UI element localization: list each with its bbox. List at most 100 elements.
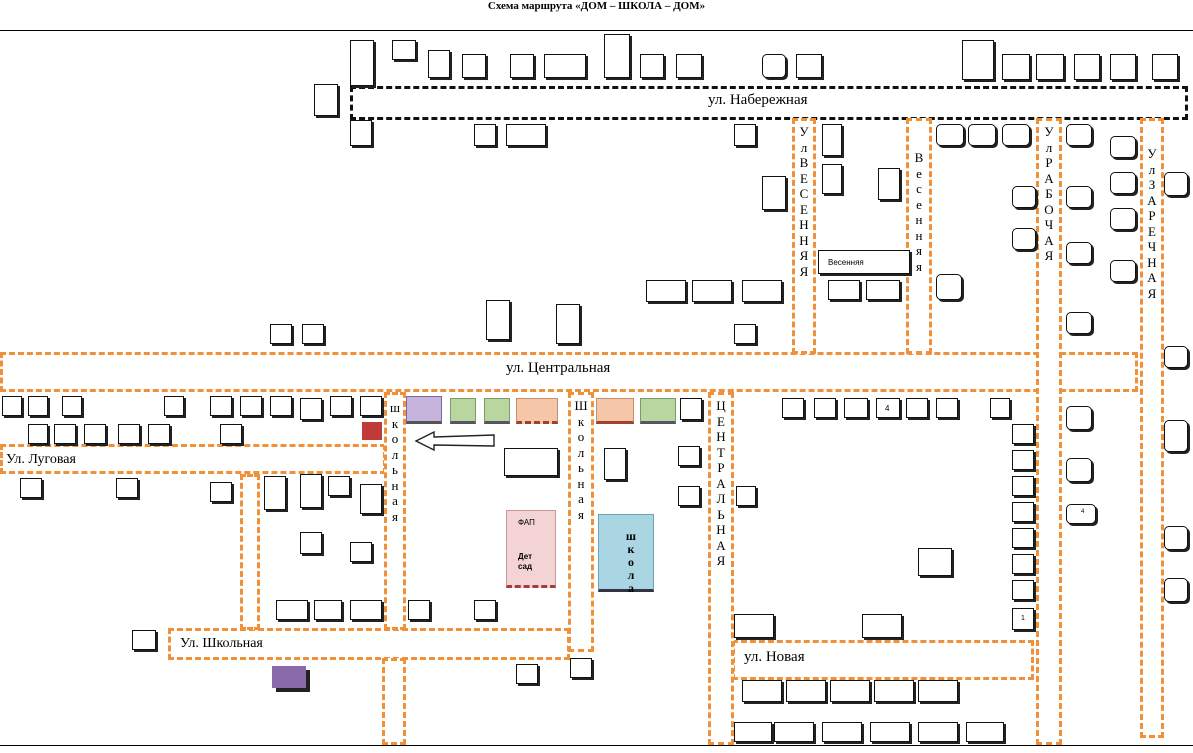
building: [1012, 476, 1034, 496]
building: [1066, 458, 1092, 482]
top-border: [0, 30, 1193, 31]
road-naberezhnaya: [350, 86, 1188, 120]
building: [762, 54, 786, 78]
building: [164, 396, 184, 416]
building: [678, 446, 700, 466]
building: [676, 54, 702, 78]
label-tsentralnaya-v: Ц Е Н Т Р А Л Ь Н А Я: [716, 398, 726, 568]
building: [330, 396, 352, 416]
building: [556, 304, 580, 344]
building-peach: [596, 398, 634, 424]
building: [148, 424, 170, 444]
building: [734, 324, 756, 344]
label-detsad: Дет сад: [518, 552, 533, 571]
building: [544, 54, 586, 78]
road-zarechnaya: [1140, 118, 1164, 738]
building-peach: [516, 398, 558, 424]
label-vesennyaya-1: У л В Е С Е Н Н Я Я: [799, 124, 809, 279]
building: [936, 398, 958, 418]
building: [1164, 172, 1188, 196]
building: [2, 396, 22, 416]
building: [782, 398, 804, 418]
building: [220, 424, 242, 444]
building-number-1: [1012, 608, 1034, 630]
building: [1066, 406, 1092, 430]
building: [742, 280, 782, 302]
label-novaya: ул. Новая: [744, 649, 805, 665]
building: [1110, 54, 1136, 80]
building: [962, 40, 994, 80]
building: [844, 398, 868, 418]
building: [678, 486, 700, 506]
building: [276, 600, 308, 620]
building: [1012, 580, 1034, 600]
label-school: ш к о л а: [625, 529, 637, 595]
road-rabochaya: [1036, 118, 1062, 745]
building: [360, 484, 382, 514]
building: [1110, 260, 1136, 282]
building: [1012, 228, 1036, 250]
label-shkolnaya-v1: ш к о л ь н а я: [389, 400, 400, 524]
building: [314, 84, 338, 116]
building: [300, 398, 322, 420]
label-zarechnaya: У л З А Р Е Ч Н А Я: [1147, 146, 1157, 301]
label-rabochaya: У л Р А Б О Ч А Я: [1044, 124, 1054, 263]
building: [300, 532, 322, 554]
building: [516, 664, 538, 684]
building: [1164, 578, 1188, 602]
building: [878, 168, 900, 200]
building: [604, 34, 630, 78]
building: [936, 274, 962, 300]
home-marker: [272, 666, 306, 688]
building: [28, 424, 48, 444]
building: [264, 476, 286, 510]
road-vesennyaya-1: [792, 118, 816, 354]
building: [918, 680, 958, 702]
map-title: Схема маршрута «ДОМ – ШКОЛА – ДОМ»: [487, 0, 706, 12]
label-naberezhnaya: ул. Набережная: [708, 92, 808, 108]
house-number: 4: [1081, 509, 1085, 515]
building: [300, 474, 322, 508]
building-fap-detsad: [506, 510, 556, 588]
house-number: 4: [885, 404, 890, 413]
building-school: [598, 514, 654, 592]
building: [1012, 186, 1036, 208]
building: [906, 398, 928, 418]
building: [1012, 450, 1034, 470]
building: [822, 722, 862, 742]
building: [762, 176, 786, 210]
building: [604, 448, 626, 480]
building: [54, 424, 76, 444]
building: [302, 324, 324, 344]
building: [796, 54, 822, 78]
building: [1012, 502, 1034, 522]
building: [392, 40, 416, 60]
building: [640, 54, 664, 78]
building: [360, 396, 382, 416]
building: [28, 396, 48, 416]
road-shkolnaya-v2: [568, 392, 594, 652]
road-shkolnaya-h: [168, 628, 570, 660]
building: [1036, 54, 1064, 80]
building: [1110, 136, 1136, 158]
building: [990, 398, 1010, 418]
building: [314, 600, 342, 620]
building: [132, 630, 156, 650]
building: [1066, 242, 1092, 264]
building: [1012, 528, 1034, 548]
building: [680, 398, 702, 420]
building: [936, 124, 964, 146]
building: [774, 722, 814, 742]
building: [270, 396, 292, 416]
label-tsentralnaya: ул. Центральная: [506, 360, 611, 376]
building: [734, 722, 772, 742]
building: [966, 722, 1004, 742]
building-green: [484, 398, 510, 424]
building: [118, 424, 140, 444]
red-marker: [362, 422, 382, 440]
building: [328, 476, 350, 496]
road-novaya: [732, 640, 1034, 680]
road-lugovaya-branch: [240, 474, 260, 630]
building: [486, 300, 510, 340]
building: [474, 600, 496, 620]
